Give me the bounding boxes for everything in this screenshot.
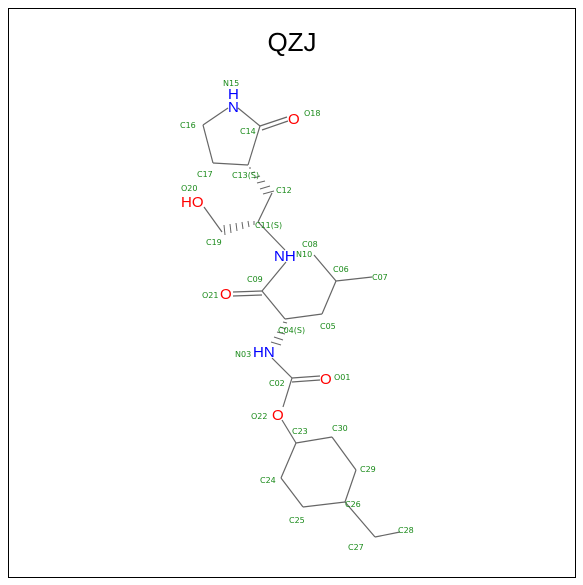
bond-c06-c08	[313, 254, 337, 282]
carbonyl-oxygen-o18: O	[288, 111, 300, 128]
wedge-c13-c12-4	[256, 180, 266, 184]
atom-label-c23: C23	[292, 427, 308, 436]
atom-label-c28: C28	[398, 526, 414, 535]
wedge-c04-n03-5	[270, 341, 282, 346]
atom-label-o01: O01	[334, 373, 350, 382]
atom-label-c02: C02	[269, 379, 285, 388]
bond-c09-o21-b	[232, 294, 263, 297]
atom-labels: N15 C16 C14 O18 C17 C13(S) C12 O20 C11(S…	[180, 79, 414, 552]
bond-c02-o01-a	[291, 375, 321, 379]
bond-c24-c23	[280, 442, 297, 479]
atom-label-c19: C19	[206, 238, 222, 247]
bond-o22-c23	[281, 419, 297, 444]
wedge-c11-c19-2	[247, 220, 250, 228]
atom-label-c08: C08	[302, 240, 318, 249]
bond-c09-c04	[261, 290, 286, 320]
atom-label-c09: C09	[247, 275, 263, 284]
atom-label-c04: C04(S)	[278, 326, 305, 335]
atom-label-n10: N10	[296, 250, 312, 259]
bond-c30-c29	[331, 436, 357, 471]
bond-c02-o01-b	[291, 379, 321, 383]
bond-c02-o22	[282, 377, 293, 408]
wedge-c04-n03-2	[279, 326, 287, 330]
bond-c11-n10	[257, 221, 286, 251]
wedge-c11-c19-3	[241, 221, 244, 230]
wedge-c04-n03-3	[276, 331, 286, 335]
atom-label-c05: C05	[320, 322, 336, 331]
wedge-c13-c12-3	[253, 175, 261, 179]
bond-c23-c30	[295, 436, 333, 444]
atom-label-o18: O18	[304, 109, 320, 118]
bond-c13-c14	[247, 125, 261, 166]
wedge-c13-c12-2	[250, 171, 256, 174]
wedge-c11-c19-6	[223, 224, 226, 236]
carbamate-oxygen-o01: O	[320, 371, 332, 388]
atom-label-c14: C14	[240, 127, 256, 136]
wedge-c11-c19-5	[229, 223, 232, 234]
atom-label-o20: O20	[181, 184, 197, 193]
atom-label-o21: O21	[202, 291, 218, 300]
atom-label-c06: C06	[333, 265, 349, 274]
atom-label-c07: C07	[372, 273, 388, 282]
bond-n10-c09	[261, 261, 287, 292]
wedge-c04-n03-4	[273, 336, 284, 341]
bond-c17-c13	[212, 162, 249, 166]
wedge-c13-c12-5	[259, 185, 271, 190]
atom-label-c27: C27	[348, 543, 364, 552]
bond-c26-c25	[302, 501, 346, 508]
atom-label-c17: C17	[197, 170, 213, 179]
atom-label-c26: C26	[345, 500, 361, 509]
bond-c19-o20	[203, 206, 223, 233]
atom-label-c24: C24	[260, 476, 276, 485]
atom-label-c13: C13(S)	[232, 171, 259, 180]
wedge-c13-c12-6	[262, 190, 275, 195]
bond-c04-c05	[284, 313, 323, 320]
bond-c14-o18-b	[261, 120, 289, 131]
bond-n15-c16	[202, 107, 229, 126]
bond-n15-c14	[237, 107, 261, 127]
atom-label-c29: C29	[360, 465, 376, 474]
ring-nh-hydrogen: H	[228, 86, 239, 103]
atom-label-c16: C16	[180, 121, 196, 130]
atom-label-c25: C25	[289, 516, 305, 525]
hydroxyl-group: HO	[181, 194, 204, 211]
wedge-c04-n03-1	[282, 321, 288, 324]
atom-label-n03: N03	[235, 350, 251, 359]
wedge-c11-c19-4	[235, 222, 238, 232]
bonds	[202, 107, 401, 538]
atom-label-c11: C11(S)	[255, 221, 282, 230]
bond-c05-c06	[321, 280, 337, 315]
ring-nitrogen: N	[228, 99, 239, 116]
atom-label-c12: C12	[276, 186, 292, 195]
atom-label-c30: C30	[332, 424, 348, 433]
molecule-panel: QZJ	[8, 8, 576, 578]
bond-c26-c27	[344, 501, 376, 538]
atom-label-n15: N15	[223, 79, 239, 88]
bond-c14-o18-a	[259, 116, 288, 127]
molecule-title: QZJ	[267, 27, 317, 57]
carbamate-nh-n03: HN	[253, 344, 275, 361]
bond-c27-c28	[374, 531, 401, 538]
bond-c25-c24	[280, 477, 304, 508]
amide-oxygen-o21: O	[220, 286, 232, 303]
bond-c12-c11	[257, 192, 273, 223]
bond-c09-o21-a	[232, 290, 263, 293]
ester-oxygen-o22: O	[272, 407, 284, 424]
bond-c06-c07	[335, 276, 373, 282]
amide-nh-n10: NH	[274, 248, 296, 265]
bond-c29-c26	[344, 469, 357, 503]
bond-n03-c02	[271, 357, 293, 379]
bond-c16-c17	[202, 124, 214, 164]
atom-label-o22: O22	[251, 412, 267, 421]
stereo-wedges	[223, 167, 288, 346]
